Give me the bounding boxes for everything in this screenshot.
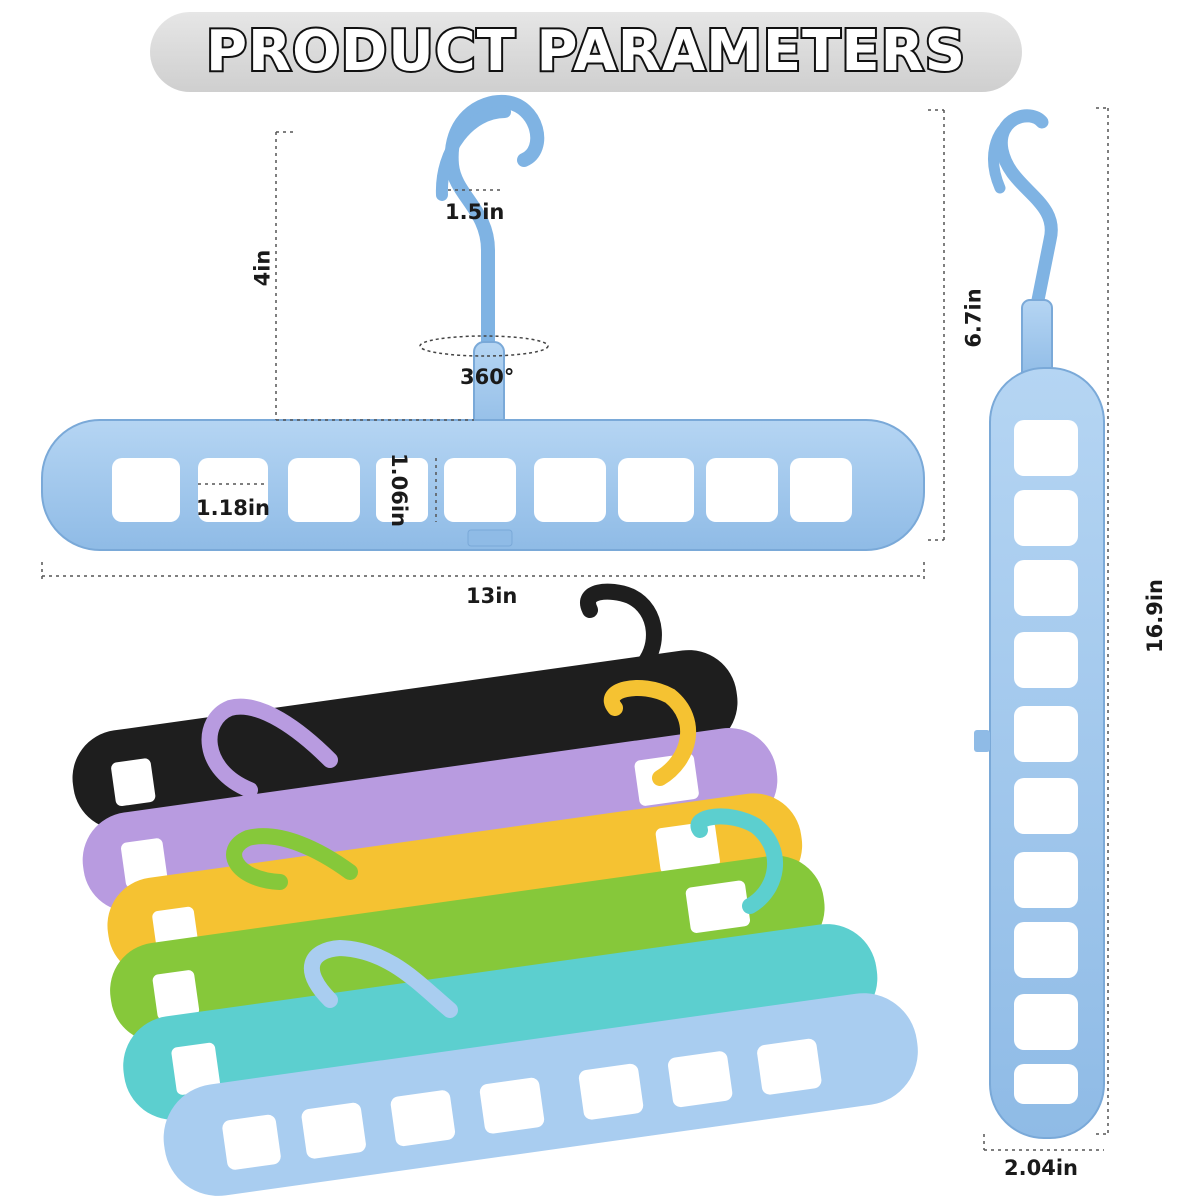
dimension-lines: [41, 107, 1110, 1151]
stacked-hangers: [72, 583, 918, 1196]
hanger-slots: [112, 458, 852, 522]
page-title: PRODUCT PARAMETERS: [204, 17, 967, 86]
vertical-hanger: [974, 109, 1105, 1139]
dimension-vertical-height: 6.7in: [961, 288, 986, 348]
vertical-hook: [994, 109, 1058, 307]
title-banner: [150, 12, 1022, 92]
dimension-hook-height: 4in: [250, 249, 275, 287]
dimension-total-width: 13in: [466, 584, 518, 608]
rotation-indicator: [419, 335, 549, 357]
dimension-slot-width: 1.18in: [196, 496, 270, 520]
dimension-slot-height: 1.06in: [386, 453, 411, 527]
horizontal-hanger: [41, 94, 925, 551]
dimension-vertical-width: 2.04in: [1004, 1156, 1078, 1180]
dimension-rotation: 360°: [460, 365, 515, 389]
hanger-hook: [444, 94, 545, 357]
dimension-hook-width: 1.5in: [445, 200, 505, 224]
dimension-vertical-length: 16.9in: [1142, 579, 1167, 653]
